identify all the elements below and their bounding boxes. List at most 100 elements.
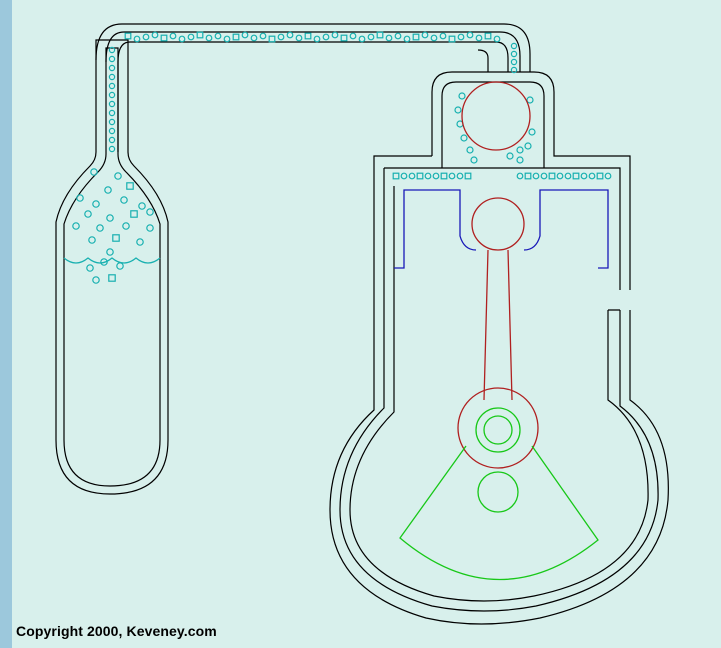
bubble <box>417 173 423 179</box>
crank-pin <box>476 408 520 452</box>
bubble <box>117 263 123 269</box>
crank-counterweight <box>400 446 598 580</box>
bubble <box>314 36 320 42</box>
bubble <box>109 128 114 133</box>
bubble <box>97 225 103 231</box>
bubble <box>93 201 99 207</box>
pipe-inner-left <box>118 42 508 152</box>
bubble <box>395 33 401 39</box>
bubble <box>476 35 482 41</box>
bubble <box>109 92 114 97</box>
bubble <box>393 173 399 179</box>
bubble <box>170 33 176 39</box>
valve-ball <box>462 82 530 150</box>
bubble <box>386 35 392 41</box>
bubble <box>87 265 93 271</box>
bubble <box>533 173 539 179</box>
rod-shaft <box>484 250 512 400</box>
copyright-text: Copyright 2000, Keveney.com <box>16 623 217 639</box>
crank-pin-inner <box>484 416 512 444</box>
piston <box>394 190 608 268</box>
bubble <box>467 32 473 38</box>
bubble <box>409 173 415 179</box>
bubble <box>85 211 91 217</box>
bubble <box>278 34 284 40</box>
reservoir-inner-wall <box>64 48 160 486</box>
bubble <box>109 119 114 124</box>
bubble <box>109 110 114 115</box>
bubble <box>494 36 500 42</box>
bubble <box>511 59 516 64</box>
bubble <box>525 143 531 149</box>
bubble <box>260 33 266 39</box>
bubble <box>589 173 595 179</box>
bubble <box>188 34 194 40</box>
bubble <box>93 277 99 283</box>
bubble <box>109 56 114 61</box>
bubble <box>458 34 464 40</box>
bubble <box>332 32 338 38</box>
bubble <box>139 203 145 209</box>
pipe-outer <box>96 24 530 72</box>
bubble <box>413 34 419 40</box>
crank-pin-end <box>458 388 538 468</box>
bubble <box>440 33 446 39</box>
bubble <box>597 173 603 179</box>
bubble <box>541 173 547 179</box>
bubble <box>123 223 129 229</box>
bubble <box>527 97 533 103</box>
bubble <box>425 173 431 179</box>
cylinder-left-inner <box>340 168 658 611</box>
bubble <box>152 32 158 38</box>
bubble <box>109 275 115 281</box>
bubble <box>121 197 127 203</box>
bubble <box>441 173 447 179</box>
bubble <box>467 147 473 153</box>
bubble <box>91 169 97 175</box>
bubble <box>287 32 293 38</box>
bubble <box>422 32 428 38</box>
bubble <box>455 107 461 113</box>
fluid-surface <box>64 258 160 263</box>
bubble <box>581 173 587 179</box>
bubble <box>401 173 407 179</box>
bubble <box>147 209 153 215</box>
engine-body <box>330 72 668 624</box>
bubble <box>206 35 212 41</box>
bubble <box>215 33 221 39</box>
bubble <box>507 153 513 159</box>
bubble <box>197 32 203 38</box>
bubble <box>471 157 477 163</box>
bubble <box>404 36 410 42</box>
bubble <box>147 225 153 231</box>
cylinder-right-inner-top <box>384 168 620 290</box>
bubble <box>305 33 311 39</box>
bubble <box>557 173 563 179</box>
bubble <box>296 35 302 41</box>
bubble <box>517 173 523 179</box>
bubble <box>233 34 239 40</box>
bubble <box>109 137 114 142</box>
bubble <box>517 157 523 163</box>
bubble <box>511 43 516 48</box>
bubble <box>115 173 121 179</box>
pipe-outer-right <box>478 50 488 72</box>
bubble <box>269 36 275 42</box>
bubble <box>143 34 149 40</box>
bubble <box>461 135 467 141</box>
bubble <box>242 32 248 38</box>
head-passage <box>442 150 544 168</box>
bubble <box>73 223 79 229</box>
bubble <box>341 35 347 41</box>
bubble <box>137 239 143 245</box>
bubble <box>125 33 131 39</box>
bubble <box>109 101 114 106</box>
bubble <box>107 249 113 255</box>
bubble <box>109 146 114 151</box>
head-outer <box>432 72 630 290</box>
bubble <box>431 35 437 41</box>
bubble <box>109 74 114 79</box>
bubble <box>549 173 555 179</box>
bubble <box>107 215 113 221</box>
